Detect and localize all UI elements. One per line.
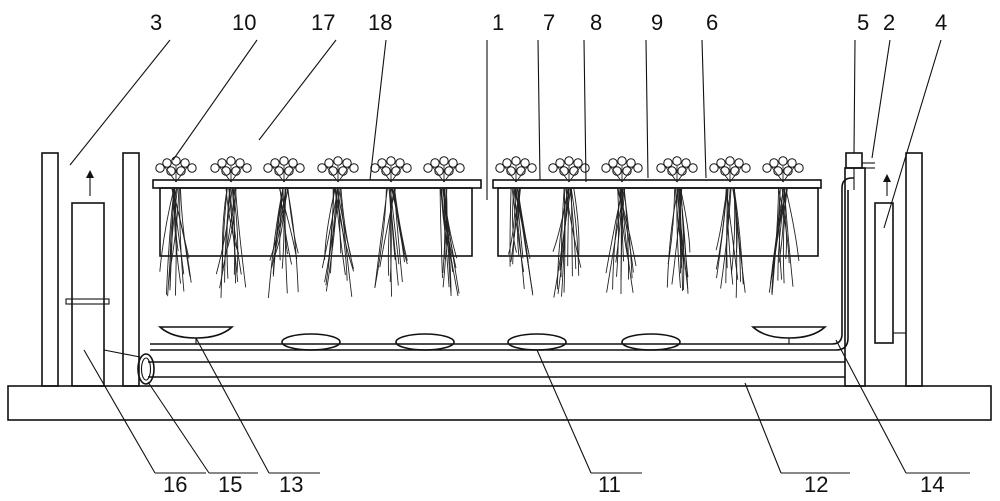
label-14: 14	[920, 472, 944, 497]
label-11: 11	[598, 472, 621, 497]
plant	[762, 156, 804, 296]
plant	[423, 156, 465, 297]
label-7: 7	[543, 10, 555, 35]
label-5: 5	[857, 10, 869, 35]
plant	[548, 156, 590, 298]
plant	[210, 156, 252, 298]
label-15: 15	[218, 472, 242, 497]
top-labels: 3 10 17 18 1 7 8 9 6 5 2 4	[150, 10, 947, 35]
plant	[370, 156, 412, 297]
label-1: 1	[492, 10, 504, 35]
plant	[656, 156, 698, 294]
label-4: 4	[935, 10, 947, 35]
label-16: 16	[163, 472, 187, 497]
label-8: 8	[590, 10, 602, 35]
label-10: 10	[232, 10, 256, 35]
plant	[317, 156, 359, 297]
aerator-disk-right	[750, 326, 828, 344]
ground-base	[7, 385, 992, 421]
label-6: 6	[706, 10, 718, 35]
label-18: 18	[368, 10, 392, 35]
aerator-disk-left	[157, 326, 235, 344]
bottom-labels: 16 15 13 11 12 14	[163, 472, 944, 497]
label-2: 2	[883, 10, 895, 35]
plant	[155, 156, 197, 297]
right-tank	[844, 152, 923, 387]
plant	[601, 156, 643, 295]
aeration-pipe	[150, 177, 854, 351]
label-3: 3	[150, 10, 162, 35]
plant	[495, 156, 537, 296]
label-13: 13	[279, 472, 303, 497]
filter-media-bags	[281, 333, 681, 351]
planting-frame-left	[152, 179, 482, 257]
leader-lines	[69, 39, 970, 474]
plant	[263, 156, 305, 298]
label-9: 9	[651, 10, 663, 35]
aquatic-plants	[155, 156, 804, 298]
planting-frame-right	[492, 179, 822, 257]
plant	[709, 156, 751, 298]
label-12: 12	[804, 472, 828, 497]
left-tank	[41, 152, 140, 387]
label-17: 17	[311, 10, 335, 35]
bottom-pipe	[103, 349, 845, 385]
